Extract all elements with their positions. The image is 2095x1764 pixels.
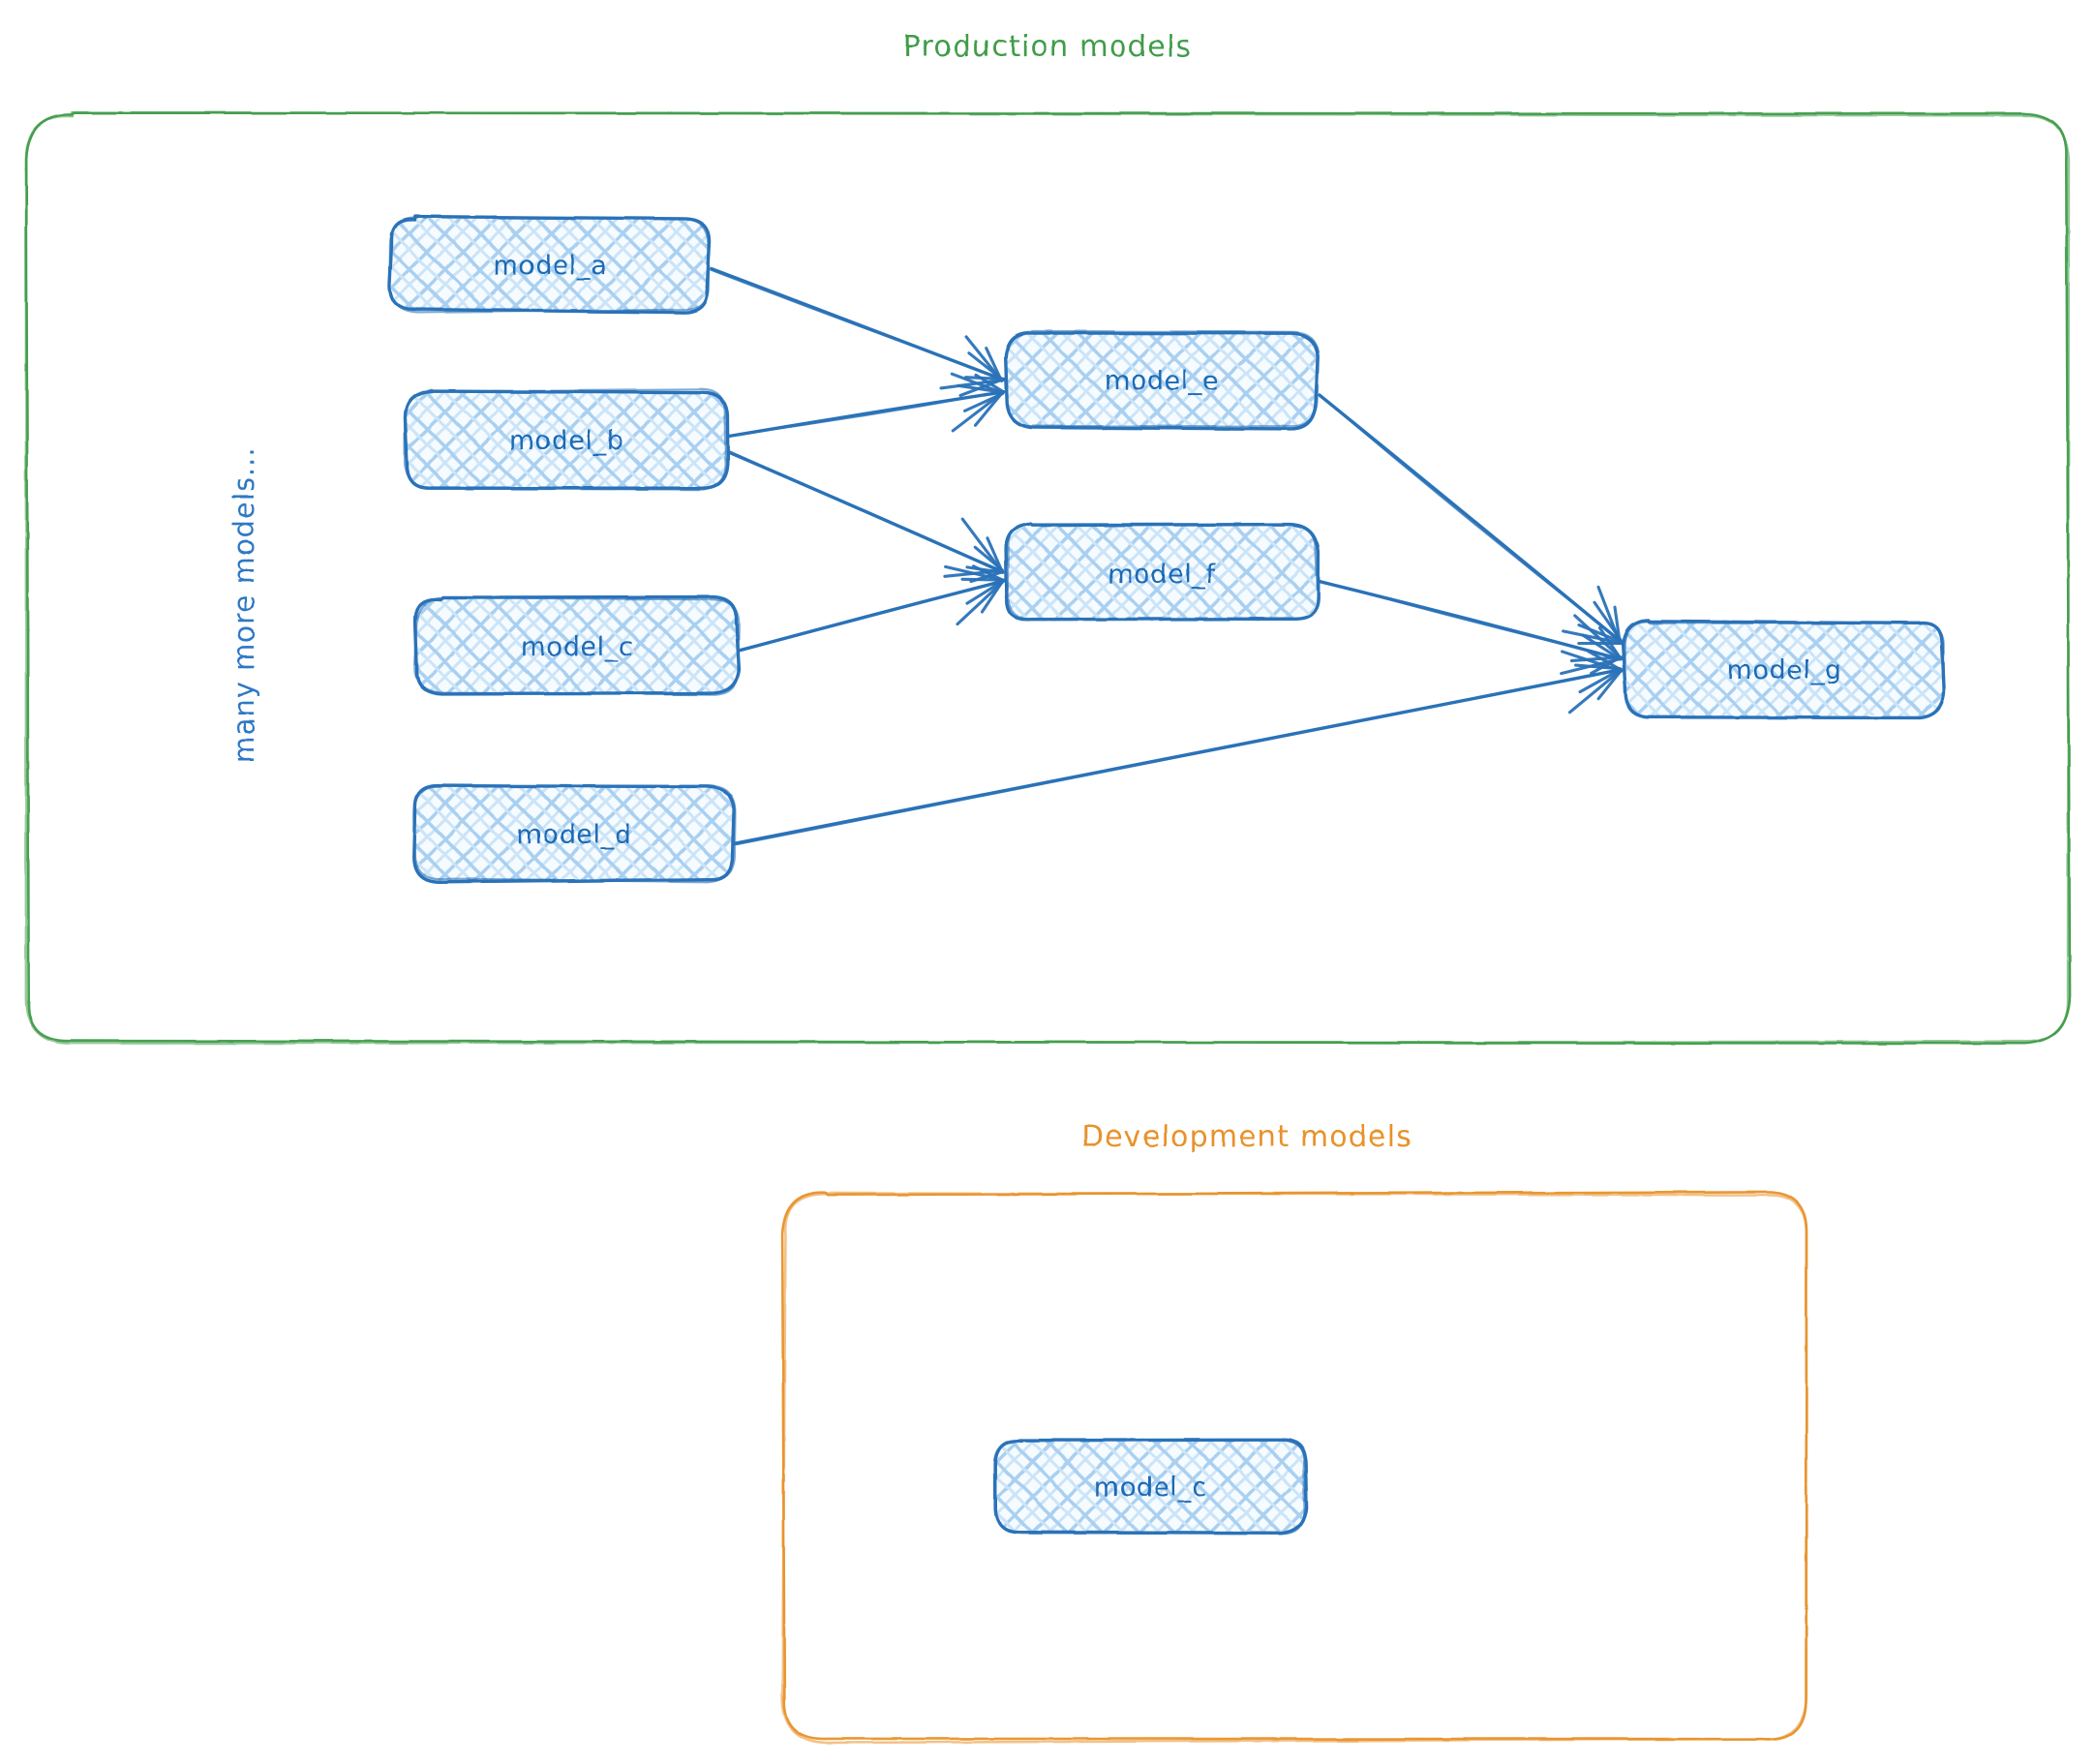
group-title-production: Production models [903, 30, 1193, 64]
edge-arrowhead-barb [1593, 600, 1624, 643]
edge-b-e [726, 372, 1006, 439]
node-label: model_c [521, 632, 634, 662]
edge-arrowhead-barb [1613, 605, 1622, 644]
edge-arrowhead-barb [985, 347, 1004, 383]
edge-arrowhead-barb [1597, 625, 1623, 661]
node-model_c_prod[interactable]: model_c [413, 594, 742, 696]
node-hatch-fill [1007, 332, 1317, 427]
edge-arrowhead-barb [974, 373, 1005, 393]
edge-e-g [1318, 393, 1624, 646]
node-border [1007, 523, 1320, 621]
edge-arrowhead-barb [956, 579, 1006, 626]
node-label: model_f [1108, 560, 1216, 590]
group-border-production [24, 110, 2071, 1045]
edge-a-e [710, 266, 1006, 398]
group-containers [24, 110, 2072, 1745]
node-model_c_dev[interactable]: model_c [993, 1438, 1309, 1536]
edge-arrowhead-barb [980, 580, 1004, 614]
node-label: model_e [1105, 366, 1219, 396]
edge-arrowhead-barb [1562, 629, 1623, 645]
edges-layer [710, 266, 1624, 846]
edge-arrowhead-barb [1574, 663, 1622, 671]
edge-arrowhead-barb [958, 377, 1006, 398]
edge-arrowhead-barb [956, 383, 1005, 394]
edge-arrowhead-barb [965, 579, 1005, 605]
node-label: model_d [517, 820, 632, 850]
node-label: model_g [1727, 655, 1842, 685]
edge-arrowhead-barb [1578, 667, 1623, 694]
edge-arrowhead-barb [973, 545, 1004, 572]
edge-arrowhead-barb [971, 564, 1006, 583]
group-border-development [780, 1192, 1808, 1745]
node-label: model_b [509, 426, 624, 456]
edge-shaft [726, 390, 1004, 438]
group-title-development: Development models [1081, 1120, 1412, 1154]
edge-arrowhead-barb [960, 577, 1006, 582]
edge-arrowhead-barb [967, 351, 1004, 380]
edge-d-g [734, 650, 1624, 846]
node-hatch-fill [391, 218, 709, 311]
edge-f-g [1317, 579, 1624, 676]
node-border [1005, 329, 1320, 428]
node-hatch-fill [414, 786, 734, 881]
node-border [993, 1438, 1306, 1536]
edge-arrowhead-barb [944, 564, 1006, 583]
edge-shaft [1318, 393, 1623, 643]
edge-arrowhead-barb [964, 376, 1006, 381]
edge-arrowhead-barb [986, 536, 1005, 574]
edge-shaft [727, 449, 1004, 572]
edge-arrowhead-barb [973, 390, 1005, 427]
edge-arrowhead-barb [1569, 655, 1624, 663]
edge-shaft [710, 268, 1005, 380]
node-model_e[interactable]: model_e [1003, 329, 1320, 431]
node-border [388, 215, 711, 314]
node-border [412, 784, 737, 883]
group-container-development [780, 1190, 1808, 1745]
node-border [403, 388, 727, 491]
edge-arrowhead-barb [963, 391, 1005, 412]
node-hatch-fill [1007, 526, 1317, 621]
node-hatch-fill [416, 598, 738, 693]
edge-arrowhead-barb [939, 378, 1006, 390]
group-container-production [24, 110, 2072, 1045]
node-model_d[interactable]: model_d [412, 783, 737, 885]
edge-shaft [734, 669, 1622, 846]
node-hatch-fill [407, 391, 726, 488]
edge-shaft [1318, 579, 1623, 660]
node-hatch-fill [1624, 622, 1944, 716]
node-label: model_c [1094, 1473, 1207, 1503]
edge-arrowhead-barb [1567, 668, 1623, 715]
node-label: model_a [493, 251, 607, 281]
edge-arrowhead-barb [1573, 614, 1623, 660]
annotation-many-more-models: many more models... [228, 446, 260, 763]
node-border [413, 596, 741, 696]
annotations-layer: many more models... [228, 446, 260, 763]
edge-arrowhead-barb [1587, 650, 1623, 672]
node-model_g[interactable]: model_g [1621, 618, 1946, 720]
edge-b-f [726, 449, 1005, 584]
edge-arrowhead-barb [1581, 633, 1623, 661]
edge-arrowhead-barb [1596, 668, 1624, 701]
node-model_a[interactable]: model_a [387, 214, 712, 315]
node-model_b[interactable]: model_b [403, 388, 730, 491]
node-hatch-fill [995, 1440, 1305, 1533]
nodes-layer: model_a model_b model_c model_d model_emodel… [387, 214, 1946, 1536]
edge-arrowhead-barb [965, 565, 1005, 574]
edge-shaft [738, 579, 1004, 652]
node-border [1624, 620, 1945, 719]
node-model_f[interactable]: model_f [1004, 522, 1321, 622]
edge-c-f [738, 564, 1006, 653]
